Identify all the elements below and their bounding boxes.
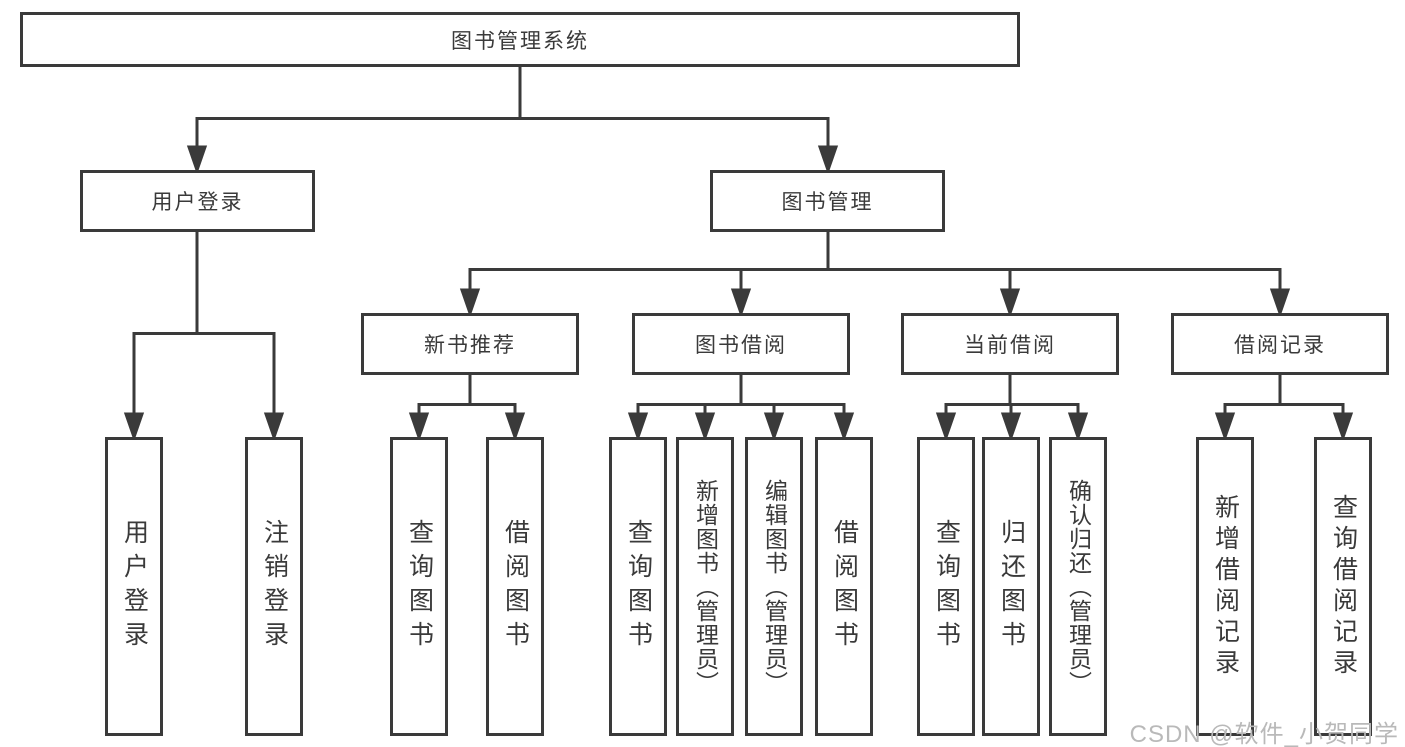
leaf-add-borrow-record: 新增借阅记录 (1196, 437, 1254, 736)
leaf-label: 注销登录 (260, 518, 289, 655)
leaf-label: 借阅图书 (830, 518, 859, 655)
node-label: 图书管理 (781, 191, 874, 214)
leaf-label: 查询图书 (932, 518, 961, 655)
leaf-label: 借阅图书 (501, 518, 530, 655)
node-label: 新书推荐 (424, 334, 516, 357)
node-label: 当前借阅 (964, 334, 1056, 357)
node-label: 用户登录 (151, 191, 244, 214)
leaf-query-books: 查询图书 (917, 437, 975, 736)
leaf-query-books: 查询图书 (609, 437, 667, 736)
node-current-borrowing: 当前借阅 (901, 313, 1119, 375)
leaf-label: 新增借阅记录 (1211, 493, 1240, 680)
node-book-management: 图书管理 (710, 170, 945, 232)
leaf-add-books-admin: 新增图书（管理员） (676, 437, 734, 736)
leaf-borrow-books: 借阅图书 (815, 437, 873, 736)
csdn-watermark: CSDN @软件_小贺同学 (1129, 721, 1399, 747)
leaf-label: 新增图书（管理员） (692, 478, 719, 695)
leaf-return-books: 归还图书 (982, 437, 1040, 736)
leaf-logout: 注销登录 (245, 437, 303, 736)
node-label: 图书管理系统 (451, 29, 589, 53)
node-borrowing-records: 借阅记录 (1171, 313, 1389, 375)
node-label: 图书借阅 (695, 334, 787, 357)
leaf-borrow-books: 借阅图书 (486, 437, 544, 736)
leaf-user-login: 用户登录 (105, 437, 163, 736)
leaf-query-books: 查询图书 (390, 437, 448, 736)
node-label: 借阅记录 (1234, 334, 1326, 357)
leaf-label: 归还图书 (997, 518, 1026, 655)
leaf-label: 查询图书 (405, 518, 434, 655)
node-user-login: 用户登录 (80, 170, 315, 232)
leaf-query-borrow-record: 查询借阅记录 (1314, 437, 1372, 736)
leaf-label: 确认归还（管理员） (1065, 478, 1092, 695)
node-library-management-system: 图书管理系统 (20, 12, 1020, 67)
node-book-borrowing: 图书借阅 (632, 313, 850, 375)
leaf-confirm-return-admin: 确认归还（管理员） (1049, 437, 1107, 736)
leaf-label: 用户登录 (120, 518, 149, 655)
node-new-book-recommend: 新书推荐 (361, 313, 579, 375)
leaf-edit-books-admin: 编辑图书（管理员） (745, 437, 803, 736)
leaf-label: 查询借阅记录 (1329, 493, 1358, 680)
leaf-label: 查询图书 (624, 518, 653, 655)
leaf-label: 编辑图书（管理员） (761, 478, 788, 695)
